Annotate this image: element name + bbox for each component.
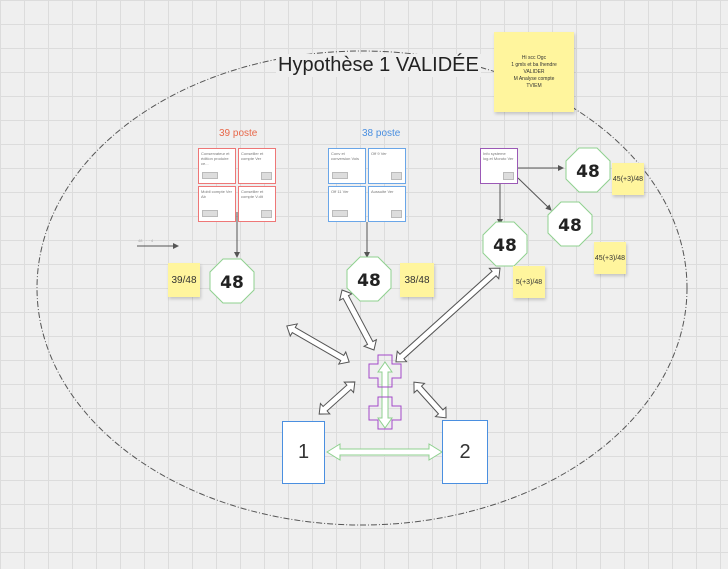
card-text: Conseiller et compte V.dit: [241, 189, 264, 199]
square-one[interactable]: 1: [282, 421, 325, 484]
thumbnail-icon: [503, 172, 514, 180]
thumbnail-icon: [332, 210, 348, 217]
card-text: Aussuite Ver: [371, 189, 394, 194]
thumbnail-icon: [261, 210, 272, 218]
sticky-note-top-line: M Analyse compte: [513, 75, 555, 82]
octagon-value-far-right: 48: [576, 162, 600, 182]
red-card[interactable]: Conservateur et édition produire ce...: [198, 148, 236, 184]
blue-card[interactable]: Aussuite Ver: [368, 186, 406, 222]
sticky-note-top-line: TVIEM: [526, 82, 542, 89]
card-text: Off 9 Ver: [371, 151, 387, 156]
sticky-note-top-line: VALIDER: [523, 68, 545, 75]
octagon-value-middle: 48: [357, 271, 381, 291]
purple-cross-shapes: [368, 354, 402, 430]
card-text: Conseiller et compte Ver: [241, 151, 264, 161]
thumbnail-icon: [261, 172, 272, 180]
sticky-score-middle[interactable]: 38/48: [400, 263, 434, 297]
group-label-blue: 38 poste: [362, 128, 401, 139]
sticky-score-left[interactable]: 39/48: [168, 263, 200, 297]
card-text: Info systeme log.et Moruto Ver: [483, 151, 514, 161]
group-label-red: 39 poste: [219, 128, 258, 139]
blue-card[interactable]: Off 11 Ver: [328, 186, 366, 222]
sticky-note-top[interactable]: Hi scc Ogc 1 gmls et ba Ihendre VALIDER …: [494, 32, 574, 112]
sticky-score-right[interactable]: 5(+3)/48: [513, 266, 545, 298]
red-card[interactable]: Mobil compte Ver Ab: [198, 186, 236, 222]
sticky-note-top-line: 1 gmls et ba Ihendre: [511, 61, 557, 68]
thumbnail-icon: [391, 210, 402, 218]
octagon-value-left: 48: [220, 273, 244, 293]
blue-card[interactable]: Off 9 Ver: [368, 148, 406, 184]
green-arrows: [326, 361, 443, 461]
thumbnail-icon: [391, 172, 402, 180]
page-title: Hypothèse 1 VALIDÉE: [276, 54, 481, 77]
faint-label: 48 · · · 4: [138, 238, 154, 243]
sticky-note-top-line: Hi scc Ogc: [521, 54, 547, 61]
blue-card[interactable]: Conv et conversion Vois: [328, 148, 366, 184]
thumbnail-icon: [202, 210, 218, 217]
octagon-shapes: [209, 147, 611, 304]
card-text: Conservateur et édition produire ce...: [201, 151, 230, 166]
purple-card[interactable]: Info systeme log.et Moruto Ver: [480, 148, 518, 184]
card-text: Off 11 Ver: [331, 189, 349, 194]
octagon-value-lower-right: 48: [558, 216, 582, 236]
card-text: Conv et conversion Vois: [331, 151, 360, 161]
square-two[interactable]: 2: [442, 420, 488, 484]
hypothesis-ellipse: [36, 50, 688, 526]
red-card[interactable]: Conseiller et compte V.dit: [238, 186, 276, 222]
thumbnail-icon: [202, 172, 218, 179]
block-arrows: [286, 267, 501, 419]
card-text: Mobil compte Ver Ab: [201, 189, 232, 199]
octagon-value-right: 48: [493, 236, 517, 256]
octagon-values: 48 48 48 48 48: [220, 162, 600, 293]
red-card[interactable]: Conseiller et compte Ver: [238, 148, 276, 184]
sticky-score-lower-right[interactable]: 45(+3)/48: [594, 242, 626, 274]
sticky-score-far-right[interactable]: 45(+3)/48: [612, 163, 644, 195]
thumbnail-icon: [332, 172, 348, 179]
